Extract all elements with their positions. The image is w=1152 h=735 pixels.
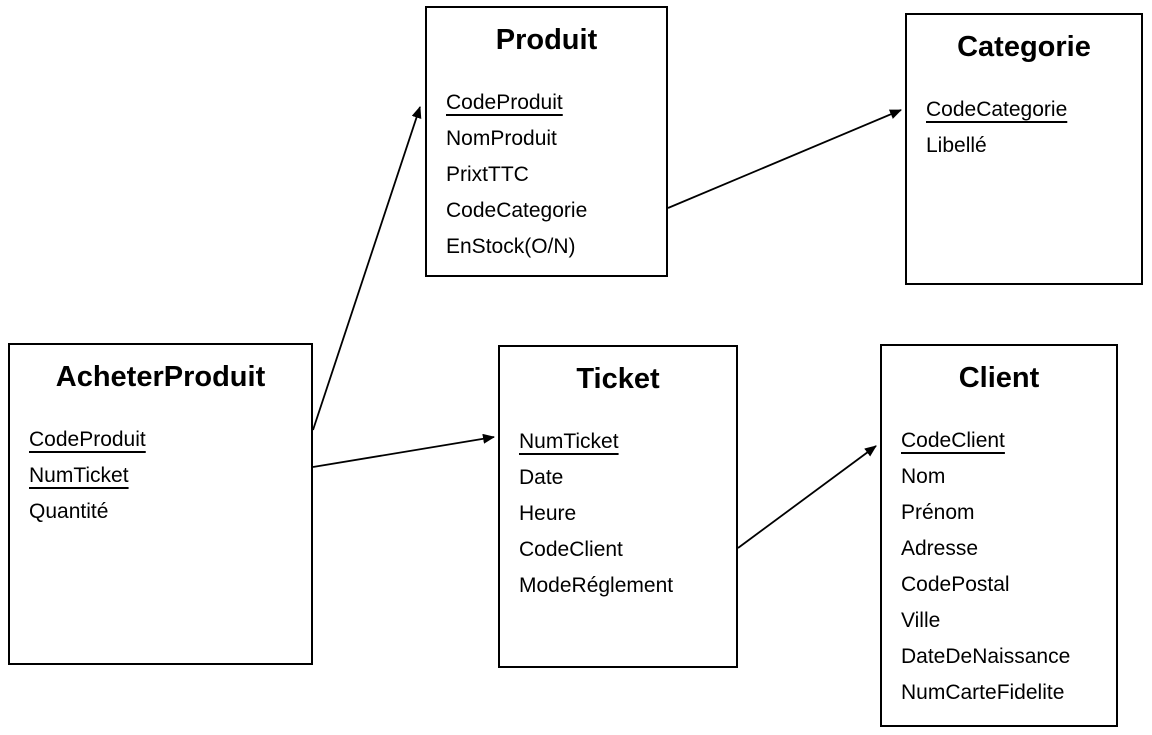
entity-field: Heure — [519, 502, 577, 525]
entity-field: CodeClient — [519, 538, 623, 561]
entity-title-ticket: Ticket — [576, 363, 660, 395]
entity-field: EnStock(O/N) — [446, 235, 576, 258]
entity-field: Libellé — [926, 134, 987, 157]
entity-title-categorie: Categorie — [957, 31, 1091, 63]
entity-field-primary-key: CodeClient — [901, 429, 1005, 452]
entity-field-primary-key: CodeProduit — [446, 91, 563, 114]
entity-field: NomProduit — [446, 127, 557, 150]
arrow-produit-to-categorie — [667, 109, 902, 209]
entity-field: Nom — [901, 465, 946, 488]
entity-title-acheterproduit: AcheterProduit — [55, 361, 266, 393]
entity-field: Prénom — [901, 501, 975, 524]
arrow-ticket-to-client — [737, 445, 877, 549]
entity-field: Quantité — [29, 500, 109, 523]
entity-field: Adresse — [901, 537, 979, 560]
entity-field: NumCarteFidelite — [901, 681, 1065, 704]
entity-title-produit: Produit — [495, 24, 598, 56]
arrow-acheterproduit-to-produit — [312, 106, 422, 431]
entity-field-primary-key: NumTicket — [519, 430, 619, 453]
entity-field: ModeRéglement — [519, 574, 674, 597]
entity-title-client: Client — [958, 362, 1040, 394]
entity-field: Date — [519, 466, 564, 489]
entity-field: CodePostal — [901, 573, 1010, 596]
entity-field-primary-key: NumTicket — [29, 464, 129, 487]
entity-field: Ville — [901, 609, 941, 632]
entity-field: DateDeNaissance — [901, 645, 1071, 668]
entity-field: CodeCategorie — [446, 199, 588, 222]
entity-field-primary-key: CodeCategorie — [926, 98, 1068, 121]
arrow-acheterproduit-to-ticket — [312, 433, 495, 468]
entity-field: PrixtTTC — [446, 163, 529, 186]
entity-field-primary-key: CodeProduit — [29, 428, 146, 451]
